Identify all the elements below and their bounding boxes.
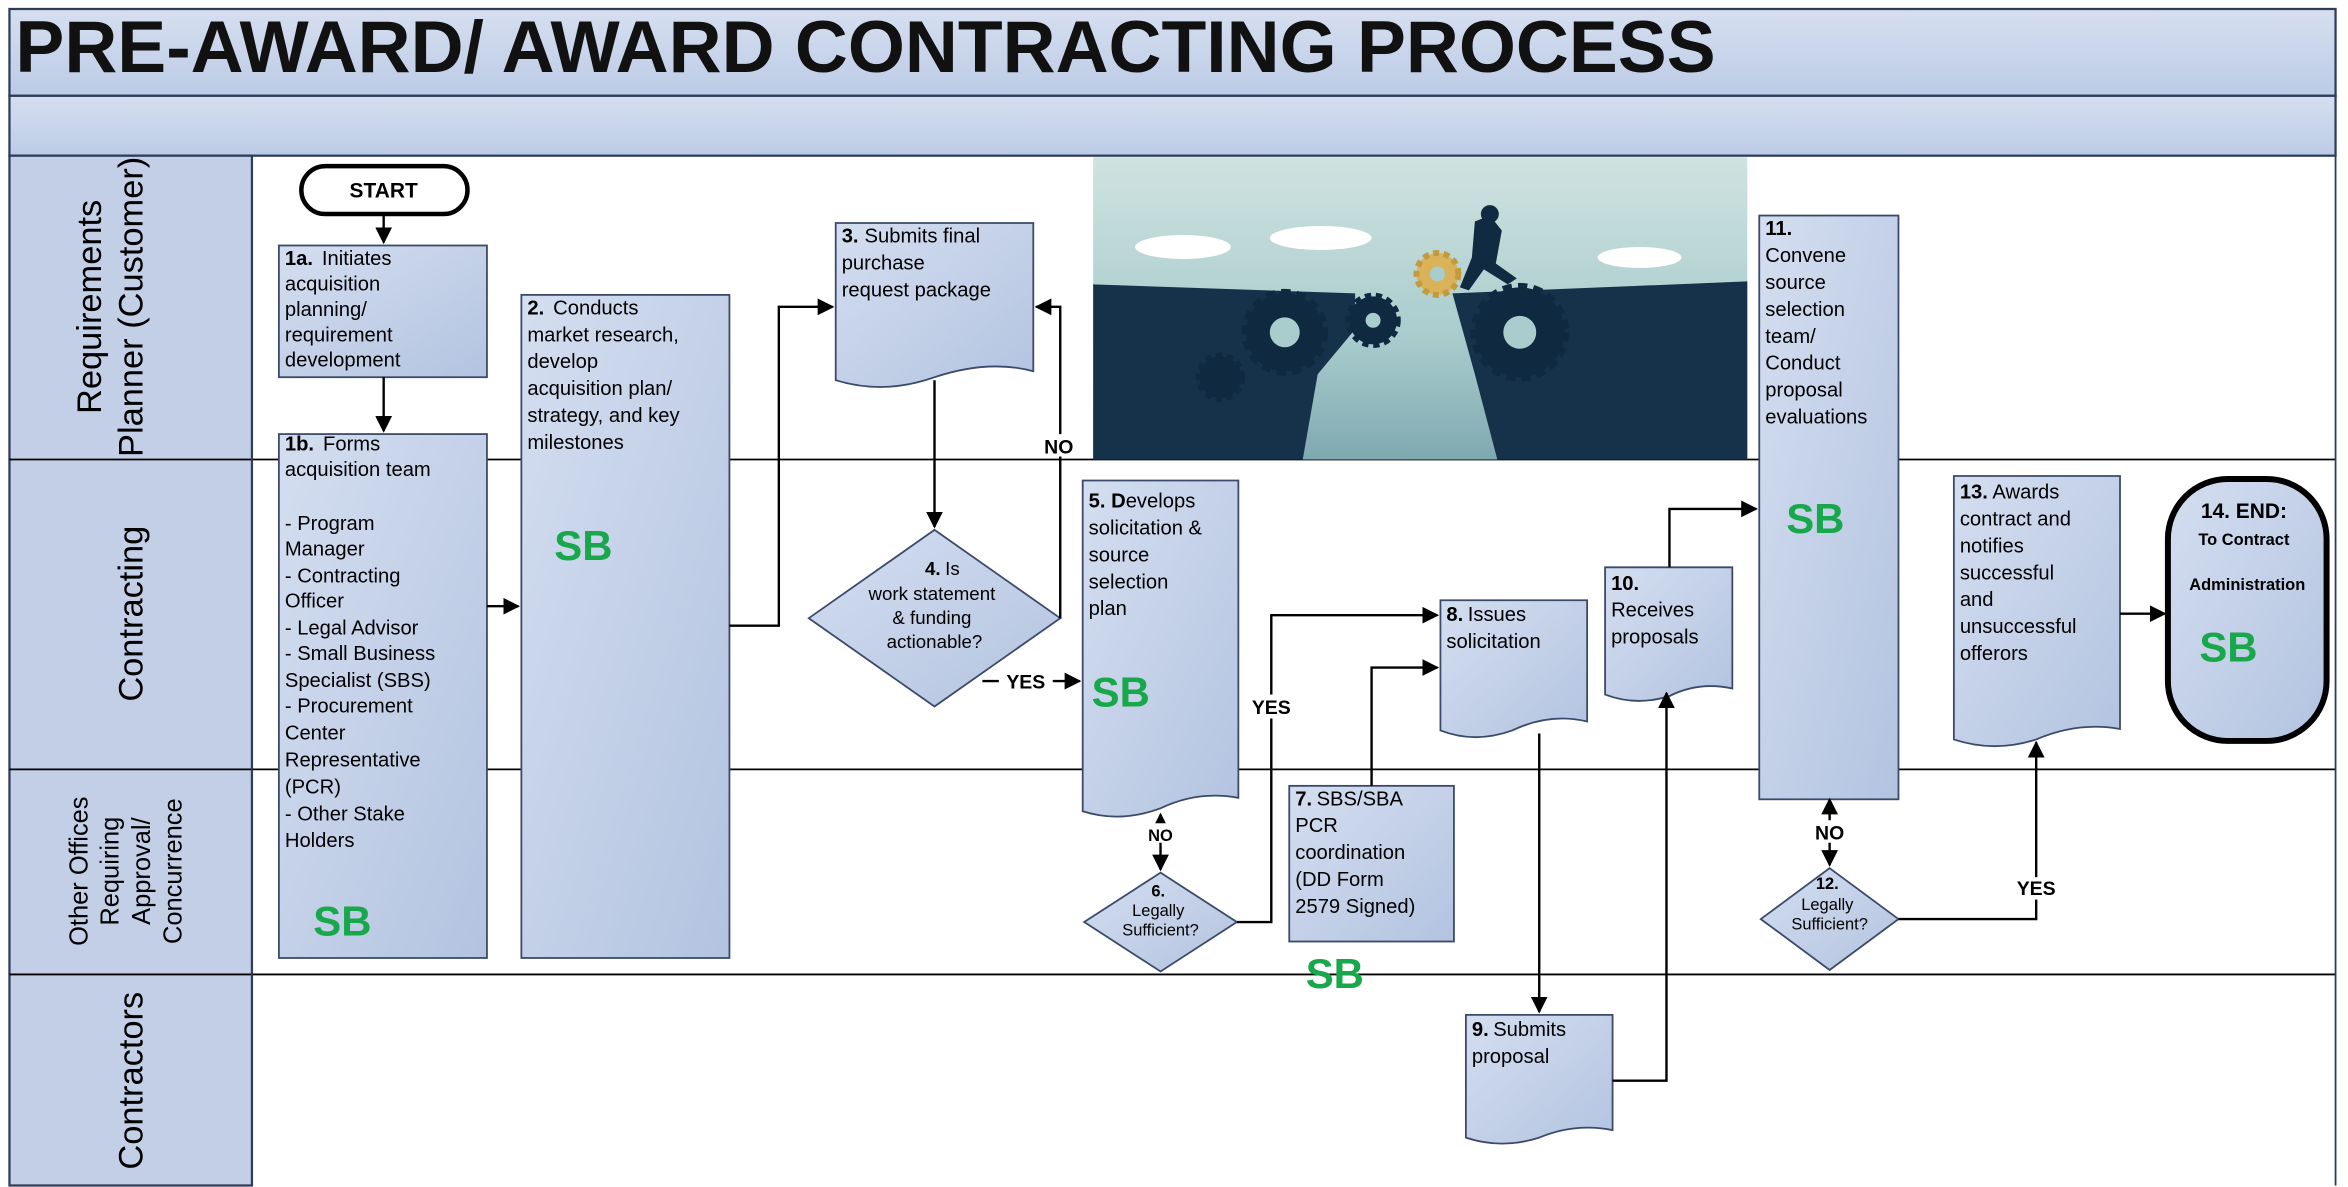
lane-label-contractors: Contractors bbox=[113, 992, 151, 1170]
step-3-document bbox=[834, 222, 1035, 388]
lane-label-column bbox=[8, 154, 254, 1187]
step-8-document bbox=[1439, 599, 1589, 739]
edge-12-13-yes bbox=[1898, 740, 2045, 921]
start-label: START bbox=[350, 180, 418, 203]
step-6-decision bbox=[1082, 871, 1239, 973]
edge-label-yes-12: YES bbox=[2017, 878, 2056, 900]
step-1a-line: requirement bbox=[285, 324, 393, 346]
svg-text:14. END: To Contract A: 14. END: To Contract Administration bbox=[2189, 497, 2305, 594]
svg-text:4.Is work statement &: 4.Is work statement & funding actionable… bbox=[867, 558, 1000, 652]
edge-label-no-12: NO bbox=[1815, 823, 1844, 845]
edge-4-3-no bbox=[1034, 298, 1062, 619]
sb-marker-1b: SB bbox=[313, 898, 371, 945]
edge-label-yes-4: YES bbox=[1006, 672, 1045, 694]
svg-text:3.Submits final purchase: 3.Submits final purchase request package bbox=[842, 225, 991, 301]
sb-marker-11: SB bbox=[1786, 495, 1844, 542]
svg-text:10. Receives proposals: 10. Receives proposals bbox=[1611, 573, 1700, 649]
step-13-document bbox=[1952, 475, 2121, 748]
svg-text:11. Convene source: 11. Convene source selection team/ Condu… bbox=[1765, 218, 1867, 429]
svg-text:2.Conducts market research: 2.Conducts market research, develop acqu… bbox=[527, 297, 685, 454]
edge-label-no-4: NO bbox=[1044, 437, 1073, 459]
step-1b-number: 1b. bbox=[285, 434, 314, 456]
svg-text:1b.Forms acquisition team: 1b.Forms acquisition team - Program Mana… bbox=[285, 434, 441, 853]
step-9-document bbox=[1464, 1013, 1614, 1145]
svg-text:12. Legally Sufficient: 12. Legally Sufficient? bbox=[1791, 875, 1868, 933]
sb-marker-5: SB bbox=[1092, 669, 1150, 716]
edge-7-8 bbox=[1370, 659, 1440, 786]
subtitle-band bbox=[8, 94, 2337, 157]
step-7-box bbox=[1288, 784, 1455, 943]
sb-marker-14: SB bbox=[2199, 624, 2257, 671]
step-5-document bbox=[1081, 479, 1240, 818]
edge-label-yes-6: YES bbox=[1252, 697, 1291, 719]
svg-text:7.SBS/SBA PCR coordina: 7.SBS/SBA PCR coordination (DD Form 2579… bbox=[1295, 788, 1415, 918]
step-2-box bbox=[520, 293, 731, 959]
svg-text:Contracting: Contracting bbox=[113, 526, 151, 702]
lane-label-contracting: Contracting bbox=[113, 526, 151, 702]
sb-marker-2: SB bbox=[554, 522, 612, 569]
title-band bbox=[8, 7, 2337, 97]
step-1a-box bbox=[277, 244, 488, 379]
step-14-end-terminator bbox=[2164, 475, 2330, 744]
step-1a-line: Initiates bbox=[322, 248, 392, 270]
svg-text:9.Submits proposal: 9.Submits proposal bbox=[1472, 1019, 1572, 1068]
step-12-decision bbox=[1759, 867, 1900, 972]
page-title: PRE-AWARD/ AWARD CONTRACTING PROCESS bbox=[15, 6, 1715, 88]
step-1a-line: acquisition bbox=[285, 273, 380, 295]
step-4-decision bbox=[807, 528, 1062, 708]
edge-10-11 bbox=[1668, 500, 1758, 568]
step-1a-line: development bbox=[285, 350, 401, 372]
svg-text:13.Awards contract and: 13.Awards contract and notifies successf… bbox=[1960, 481, 2082, 665]
svg-text:8.Issues solicitation: 8.Issues solicitation bbox=[1446, 604, 1540, 653]
edge-6-8-yes bbox=[1236, 606, 1440, 924]
svg-text:6. Legally Sufficient?: 6. Legally Sufficient? bbox=[1122, 883, 1199, 940]
svg-text:1a.Initiates acquisition: 1a. Initiates acquisition planning/ requi… bbox=[285, 248, 401, 372]
edge-label-no-6: NO bbox=[1148, 827, 1173, 845]
step-1b-box bbox=[277, 433, 488, 959]
step-1a-number: 1a. bbox=[285, 248, 313, 270]
sb-marker-7: SB bbox=[1306, 950, 1364, 997]
edge-2-3 bbox=[729, 298, 835, 627]
gears-bridging-gap-illustration bbox=[1093, 157, 1748, 460]
edge-9-10 bbox=[1612, 691, 1675, 1082]
step-1a-line: planning/ bbox=[285, 299, 367, 321]
svg-text:5. Develops solicitation &: 5. Develops solicitation & source select… bbox=[1089, 490, 1208, 620]
svg-text:Contractors: Contractors bbox=[113, 992, 151, 1170]
